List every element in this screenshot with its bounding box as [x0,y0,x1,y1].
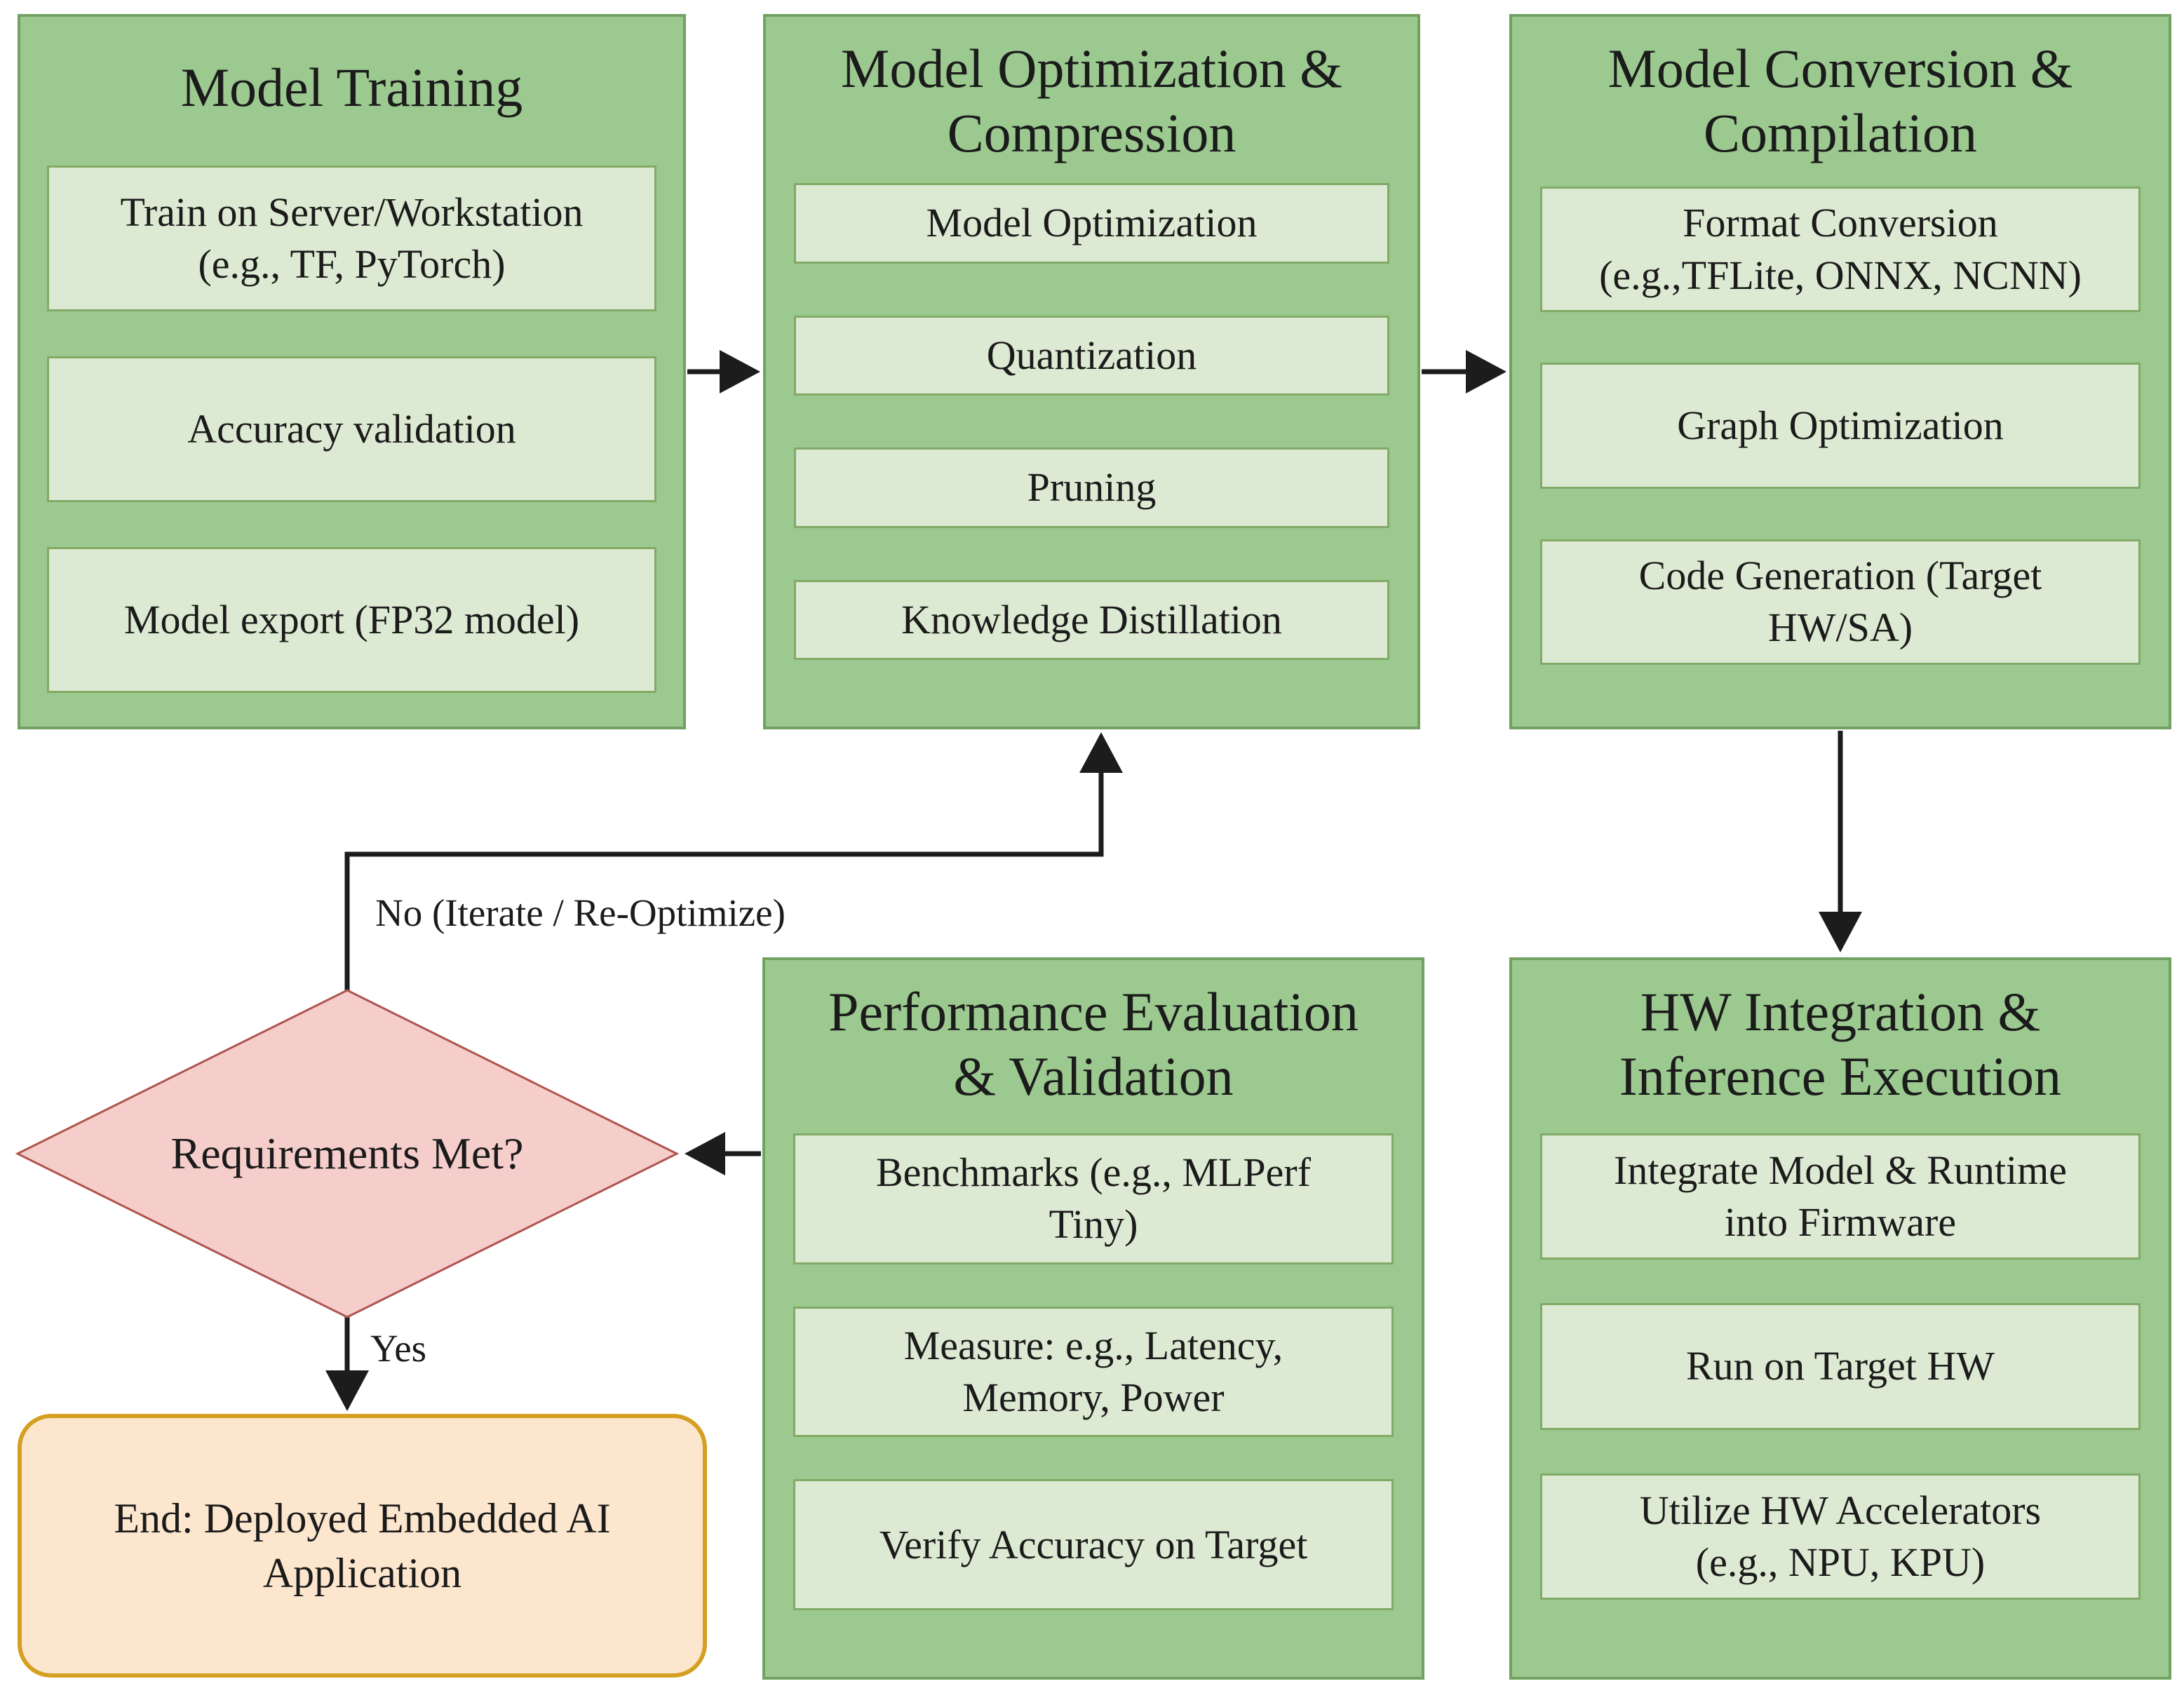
step-verify-accuracy: Verify Accuracy on Target [793,1479,1394,1610]
arrow-optimization-to-conversion [1422,350,1506,393]
step-benchmarks: Benchmarks (e.g., MLPerf Tiny) [793,1133,1394,1264]
feedback-polyline [344,771,1104,990]
stage-model-optimization: Model Optimization & Compression Model O… [763,14,1420,729]
step-format-conversion: Format Conversion (e.g.,TFLite, ONNX, NC… [1540,187,2141,313]
stage-performance-evaluation: Performance Evaluation & Validation Benc… [762,957,1424,1680]
step-list: Benchmarks (e.g., MLPerf Tiny) Measure: … [793,1133,1394,1610]
edge-label-yes: Yes [370,1327,427,1370]
step-model-optimization: Model Optimization [794,183,1389,264]
step-knowledge-distillation: Knowledge Distillation [794,579,1389,660]
step-integrate-firmware: Integrate Model & Runtime into Firmware [1540,1133,2141,1260]
arrow-head-right-icon [720,350,760,393]
step-accuracy-validation: Accuracy validation [47,356,656,502]
decision-diamond [15,989,680,1318]
step-list: Model Optimization Quantization Pruning … [794,183,1389,660]
stage-title-model-training: Model Training [180,57,523,118]
step-list: Integrate Model & Runtime into Firmware … [1540,1133,2141,1600]
stage-title-model-conversion: Model Conversion & Compilation [1607,38,2073,164]
step-code-generation: Code Generation (Target HW/SA) [1540,539,2141,665]
arrow-head-down-icon [325,1370,369,1411]
end-node: End: Deployed Embedded AI Application [18,1414,707,1678]
arrow-head-left-icon [685,1132,725,1175]
step-pruning: Pruning [794,447,1389,528]
step-graph-optimization: Graph Optimization [1540,363,2141,489]
arrow-no-feedback [344,732,1123,990]
step-measure: Measure: e.g., Latency, Memory, Power [793,1306,1394,1438]
step-utilize-accelerators: Utilize HW Accelerators (e.g., NPU, KPU) [1540,1473,2141,1600]
arrow-head-down-icon [1819,912,1862,952]
arrow-yes-to-end [325,1317,369,1411]
arrow-training-to-optimization [687,350,760,393]
arrow-head-right-icon [1466,350,1506,393]
arrow-conversion-to-hw [1819,731,1862,952]
arrow-head-up-icon [1079,732,1123,773]
step-model-export: Model export (FP32 model) [47,547,656,693]
stage-model-conversion: Model Conversion & Compilation Format Co… [1509,14,2171,729]
stage-model-training: Model Training Train on Server/Workstati… [18,14,686,729]
stage-hw-integration: HW Integration & Inference Execution Int… [1509,957,2171,1680]
edge-label-no: No (Iterate / Re-Optimize) [375,891,786,934]
stage-title-hw-integration: HW Integration & Inference Execution [1619,981,2062,1107]
step-run-on-target: Run on Target HW [1540,1303,2141,1430]
arrow-evaluation-to-decision [685,1132,761,1175]
stage-title-performance-evaluation: Performance Evaluation & Validation [828,981,1359,1107]
step-list: Format Conversion (e.g.,TFLite, ONNX, NC… [1540,187,2141,665]
step-quantization: Quantization [794,315,1389,396]
step-list: Train on Server/Workstation (e.g., TF, P… [47,166,656,693]
decision-label: Requirements Met? [170,1128,524,1178]
step-train-on-server: Train on Server/Workstation (e.g., TF, P… [47,166,656,312]
stage-title-model-optimization: Model Optimization & Compression [841,38,1342,164]
